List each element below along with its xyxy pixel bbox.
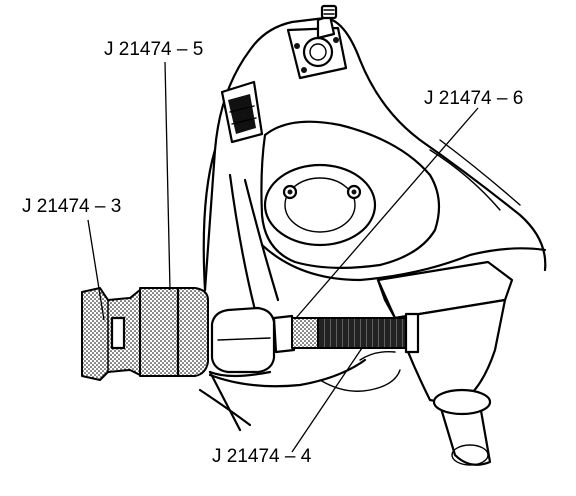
callout-tool-4: J 21474 – 4 [212, 446, 312, 467]
tool-threaded-bolt [317, 312, 420, 354]
control-arm [202, 16, 547, 312]
ball-joint [286, 4, 348, 80]
leader-lines [87, 61, 479, 453]
callout-tool-5: J 21474 – 5 [104, 39, 203, 60]
bump-stop [220, 80, 264, 144]
vise-jaw [376, 260, 514, 466]
tool-receiver-cup [81, 286, 209, 381]
control-arm-bushing [208, 306, 276, 378]
callout-tool-3: J 21474 – 3 [22, 196, 121, 217]
spring-seat [263, 163, 377, 247]
callout-tool-6: J 21474 – 6 [424, 88, 523, 109]
tool-spacer [272, 314, 319, 354]
